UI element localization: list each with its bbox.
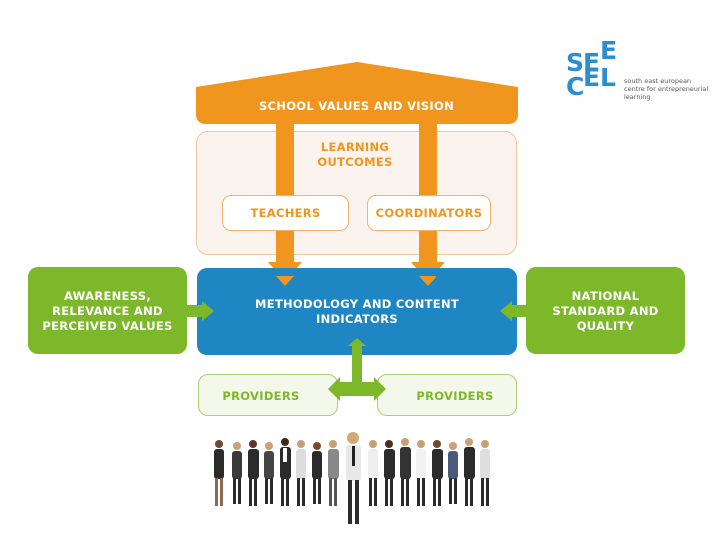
providers-left-label: PROVIDERS [222,389,300,403]
national-standard-line: NATIONAL [571,289,640,303]
providers-left-box [198,374,338,416]
methodology-line: METHODOLOGY AND CONTENT [254,297,460,311]
awareness-line: AWARENESS, [63,289,152,303]
roof-shape [196,62,518,124]
logo-letter-e2: E [600,36,618,65]
awareness-line: RELEVANCE AND [52,304,163,318]
logo-tagline-line: centre for entrepreneurial [624,85,709,93]
school-values-label: SCHOOL VALUES AND VISION [258,99,455,113]
teachers-box [222,195,349,231]
awareness-box [28,267,187,354]
logo-letter-l: L [600,63,616,92]
providers-right-box [377,374,517,416]
national-standard-box [526,267,685,354]
people-group-icon [214,432,490,524]
logo-tagline-line: south east european [624,77,692,85]
learning-outcomes-line: OUTCOMES [317,155,393,169]
coordinators-box [367,195,491,231]
national-standard-label: NATIONAL STANDARD AND QUALITY [526,289,685,334]
awareness-line: PERCEIVED VALUES [42,319,173,333]
methodology-label: METHODOLOGY AND CONTENT INDICATORS [197,297,517,327]
national-standard-line: QUALITY [576,319,635,333]
teachers-label: TEACHERS [250,206,321,220]
logo-letter-e1: E [583,48,601,77]
logo-tagline-line: learning [624,93,651,101]
logo-letter-e3: E [583,63,601,92]
left-arrow-right-icon [186,301,214,321]
logo-tagline: south east european centre for entrepren… [624,77,714,101]
seecel-logo: S E E C E L south east european centre f… [566,36,716,101]
coordinators-label: COORDINATORS [375,206,483,220]
arrow-tips-on-blue [276,276,436,286]
logo-letter-c: C [566,72,585,101]
learning-outcomes-line: LEARNING [320,140,390,154]
learning-outcomes-label: LEARNING OUTCOMES [300,140,410,170]
learning-outcomes-box [196,131,517,255]
awareness-label: AWARENESS, RELEVANCE AND PERCEIVED VALUE… [28,289,187,334]
right-arrow-left-icon [500,301,528,321]
logo-letter-s: S [566,48,585,77]
providers-up-arrow-icon [328,338,386,401]
national-standard-line: STANDARD AND [552,304,659,318]
providers-right-label: PROVIDERS [416,389,494,403]
methodology-line: INDICATORS [316,312,398,326]
